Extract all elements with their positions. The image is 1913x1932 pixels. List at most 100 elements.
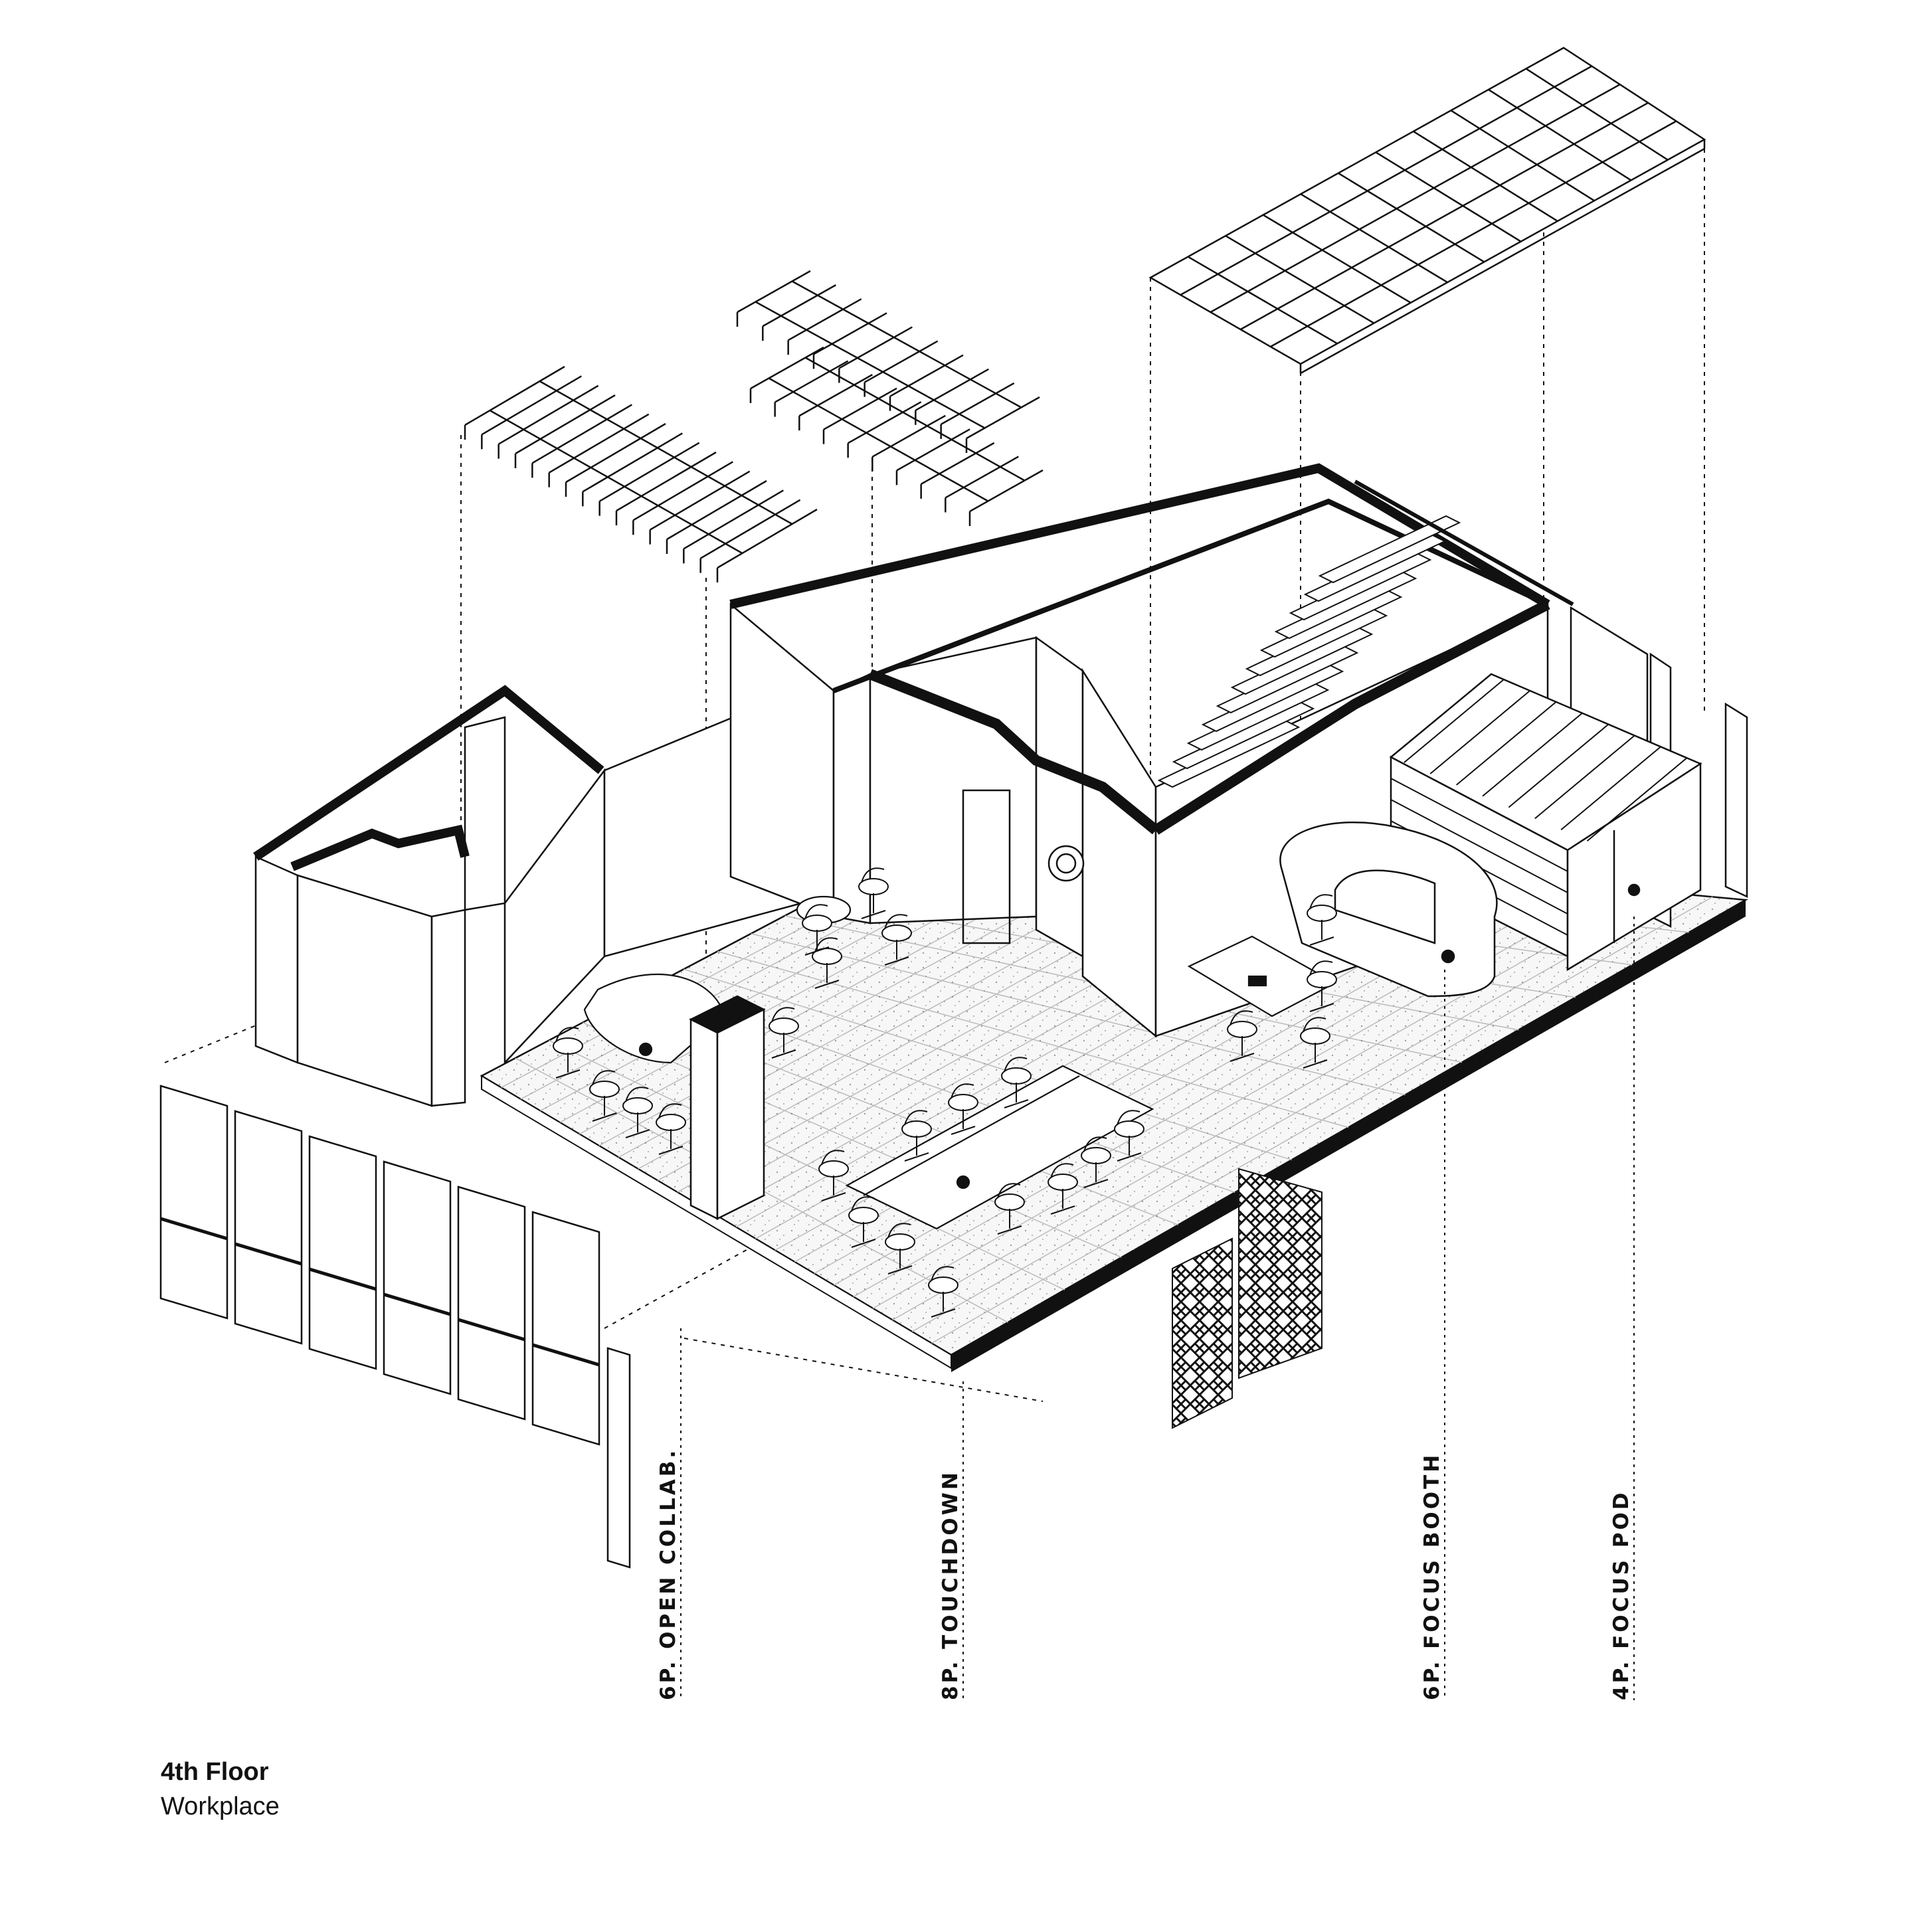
- ceiling-baffle: [481, 375, 582, 436]
- chair-back: [861, 867, 885, 883]
- chair-base: [931, 1308, 956, 1318]
- chair: [858, 878, 889, 895]
- ceiling-grid-line: [1375, 151, 1522, 242]
- ceiling-grid-line: [1525, 68, 1669, 161]
- chair: [1300, 1027, 1330, 1045]
- zone-label-open-collab: 6P. OPEN COLLAB.: [656, 1447, 680, 1700]
- ceiling-grid-line: [1210, 84, 1621, 313]
- ceiling-grid-line: [1488, 88, 1632, 181]
- chair-base: [1303, 1059, 1328, 1069]
- window-panel: [308, 1135, 377, 1370]
- chair-back: [931, 1266, 955, 1282]
- chair-base: [555, 1069, 581, 1079]
- ceiling-baffle-rail: [768, 377, 989, 502]
- pod-slat: [1534, 735, 1635, 820]
- chair-base: [1083, 1179, 1109, 1188]
- ceiling-baffle: [848, 401, 922, 444]
- ceiling-grid-line: [1239, 102, 1649, 331]
- chair: [928, 1276, 958, 1294]
- ceiling-grid-line: [1187, 256, 1338, 345]
- chair-base: [592, 1112, 617, 1122]
- chair-base: [814, 980, 840, 989]
- staircase: [1157, 515, 1461, 788]
- chair: [769, 1017, 799, 1035]
- chair: [818, 1160, 849, 1178]
- ceiling-baffle-rail: [804, 357, 1026, 482]
- ceiling-baffle: [945, 456, 1019, 499]
- chair-base: [861, 910, 886, 919]
- chair-base: [771, 1049, 796, 1059]
- ceiling-grid-line: [1262, 214, 1412, 304]
- pod-slat: [1404, 679, 1504, 763]
- ceiling-baffle: [565, 422, 666, 483]
- chair: [553, 1037, 583, 1055]
- ceiling-baffle: [966, 396, 1040, 440]
- ceiling-baffle: [941, 382, 1015, 425]
- chair-back: [1309, 894, 1333, 910]
- chair: [1081, 1147, 1111, 1164]
- chair-back: [884, 914, 908, 930]
- chair: [881, 924, 912, 942]
- chair-back: [887, 1223, 911, 1239]
- chair-back: [1117, 1110, 1140, 1126]
- ceiling-baffle-rail: [755, 301, 986, 429]
- ceiling-grid-line: [1338, 172, 1485, 263]
- ceiling-baffle-rail: [489, 409, 743, 555]
- ceiling-baffle: [838, 326, 913, 369]
- pod-slat: [1456, 701, 1557, 786]
- focus-booth: [1279, 821, 1498, 998]
- chair-back: [904, 1110, 928, 1126]
- chair: [994, 1193, 1025, 1211]
- focus-pod: [1389, 673, 1702, 972]
- chair: [901, 1120, 932, 1138]
- chair: [948, 1094, 978, 1111]
- chair: [1001, 1067, 1032, 1085]
- chair: [885, 1233, 915, 1251]
- ceiling-grid-line: [1180, 65, 1593, 296]
- ceiling-baffle: [666, 480, 767, 541]
- pod-panel-line: [1390, 799, 1568, 893]
- window-panel: [383, 1160, 452, 1395]
- window-transom: [383, 1292, 451, 1316]
- chair: [1114, 1120, 1144, 1138]
- chair-back: [771, 1007, 795, 1023]
- chair-base: [821, 1192, 846, 1201]
- chair-back: [821, 1150, 845, 1166]
- chair-base: [658, 1146, 683, 1155]
- chair-back: [851, 1196, 875, 1212]
- chair-back: [997, 1183, 1021, 1199]
- ceiling-baffle: [531, 404, 632, 464]
- pod-slat: [1586, 757, 1688, 841]
- pod-slat: [1429, 690, 1530, 774]
- ceiling-grid-line: [1413, 130, 1558, 222]
- stair-step: [1318, 515, 1461, 584]
- ceiling-grid-panel: [1148, 46, 1706, 375]
- chair-base: [804, 946, 830, 956]
- caption-subtitle: Workplace: [161, 1793, 280, 1820]
- chair: [1307, 905, 1337, 922]
- chair-base: [997, 1225, 1022, 1235]
- chair: [622, 1097, 653, 1114]
- chair: [1048, 1174, 1078, 1191]
- chair-back: [658, 1103, 682, 1119]
- ceiling-baffle: [683, 489, 784, 550]
- window-panel: [606, 1347, 631, 1569]
- ceiling-baffle: [650, 470, 751, 531]
- window-transom: [234, 1242, 302, 1266]
- window-transom: [532, 1343, 600, 1367]
- chair-base: [1050, 1205, 1075, 1215]
- chair-base: [625, 1129, 650, 1138]
- ceiling-baffle-rail: [791, 280, 1022, 408]
- ceiling-baffle: [582, 432, 683, 493]
- window-panel: [531, 1211, 600, 1446]
- ceiling-grid-line: [1450, 110, 1595, 202]
- ceiling-baffle: [762, 284, 836, 327]
- chair-back: [804, 904, 828, 920]
- ceiling-baffle: [871, 414, 946, 458]
- zone-label-focus-pod: 4P. FOCUS POD: [1609, 1490, 1633, 1700]
- lattice-screen: [1172, 1168, 1322, 1429]
- window-transom: [458, 1318, 525, 1342]
- chair-back: [1309, 960, 1333, 976]
